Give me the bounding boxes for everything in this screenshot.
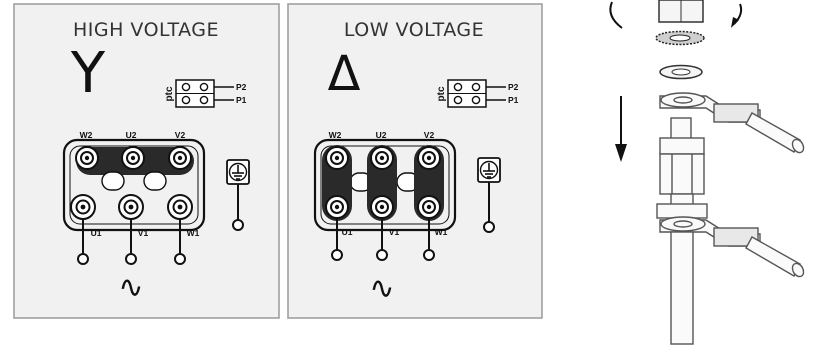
label-w2: W2 bbox=[329, 130, 342, 140]
down-arrow-icon bbox=[615, 96, 627, 162]
terminal-u2 bbox=[121, 146, 145, 170]
label-u1: U1 bbox=[91, 228, 102, 238]
rotation-arrow-icon bbox=[609, 1, 743, 29]
ptc-pin-p1: P1 bbox=[236, 95, 247, 105]
ptc-pin-p2: P2 bbox=[236, 82, 247, 92]
label-w1: W1 bbox=[187, 228, 200, 238]
label-u2: U2 bbox=[376, 130, 387, 140]
terminal-block-delta: W2 U2 V2 U1 V1 W1 bbox=[313, 130, 457, 237]
high-voltage-panel: HIGH VOLTAGE Y ptc P2 P1 bbox=[13, 3, 280, 319]
ground-icon bbox=[477, 157, 501, 233]
terminal-v1 bbox=[118, 194, 144, 220]
terminal-v2 bbox=[168, 146, 192, 170]
terminal-w2 bbox=[325, 146, 349, 170]
stud-shaft bbox=[670, 231, 694, 345]
ptc-label: ptc bbox=[164, 86, 175, 101]
ptc-label: ptc bbox=[436, 86, 447, 101]
supply-leads bbox=[331, 218, 435, 261]
panel-title-low: LOW VOLTAGE bbox=[344, 19, 484, 41]
label-v2: V2 bbox=[175, 130, 186, 140]
ac-symbol: ∿ bbox=[118, 270, 143, 305]
cable-lug-upper bbox=[659, 92, 805, 154]
panel-title-high: HIGH VOLTAGE bbox=[73, 19, 219, 41]
terminal-u2 bbox=[370, 146, 394, 170]
terminal-block-star: W2 U2 V2 U1 V1 W1 bbox=[62, 130, 206, 238]
star-symbol: Y bbox=[70, 41, 106, 106]
ptc-connector: ptc P2 P1 bbox=[436, 79, 519, 108]
label-w2: W2 bbox=[80, 130, 93, 140]
ptc-pin-p2: P2 bbox=[508, 82, 519, 92]
terminal-v2 bbox=[417, 146, 441, 170]
ground-icon bbox=[226, 159, 250, 231]
terminal-v1 bbox=[370, 195, 394, 219]
low-voltage-panel: LOW VOLTAGE Δ ptc P2 P1 bbox=[287, 3, 543, 319]
terminal-u1 bbox=[70, 194, 96, 220]
supply-leads bbox=[77, 219, 186, 265]
terminal-u1 bbox=[325, 195, 349, 219]
terminal-assembly-illustration bbox=[609, 0, 805, 345]
terminal-w2 bbox=[75, 146, 99, 170]
ptc-pin-p1: P1 bbox=[508, 95, 519, 105]
ac-symbol: ∿ bbox=[369, 271, 394, 306]
terminal-w1 bbox=[167, 194, 193, 220]
terminal-w1 bbox=[417, 195, 441, 219]
cable-lug-lower bbox=[659, 216, 805, 278]
delta-symbol: Δ bbox=[328, 46, 361, 102]
label-u1: U1 bbox=[342, 227, 353, 237]
label-w1: W1 bbox=[435, 227, 448, 237]
terminal-stud bbox=[656, 117, 708, 219]
ptc-connector: ptc P2 P1 bbox=[164, 79, 247, 108]
label-v1: V1 bbox=[389, 227, 400, 237]
label-u2: U2 bbox=[126, 130, 137, 140]
label-v1: V1 bbox=[138, 228, 149, 238]
label-v2: V2 bbox=[424, 130, 435, 140]
